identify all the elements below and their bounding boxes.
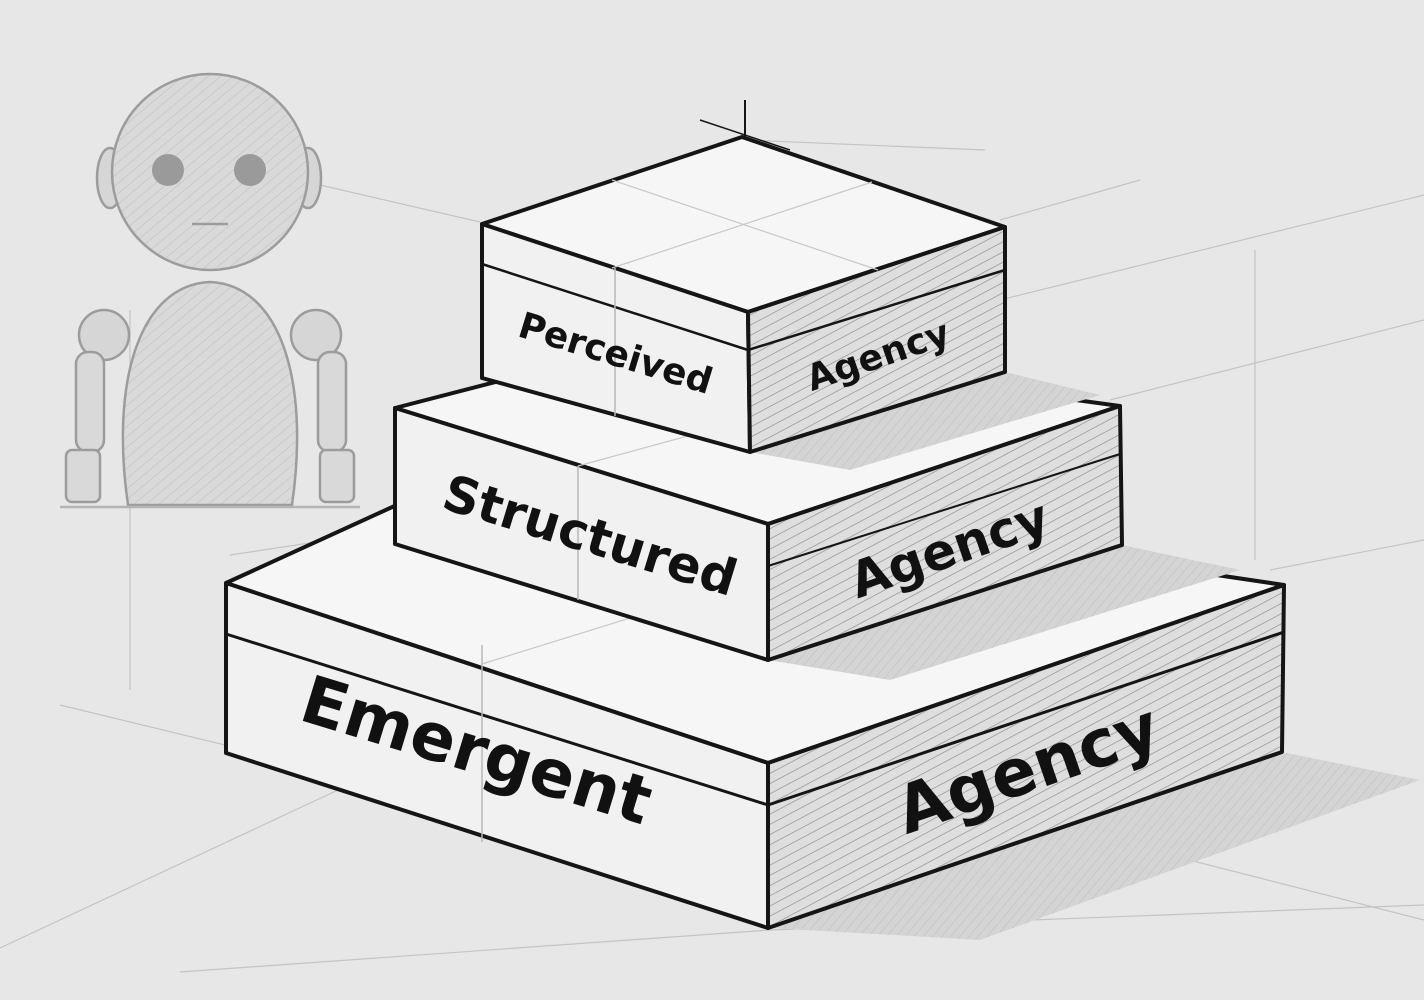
- robot-icon: [60, 72, 360, 509]
- tier-perceived: Perceived Agency: [480, 100, 1100, 470]
